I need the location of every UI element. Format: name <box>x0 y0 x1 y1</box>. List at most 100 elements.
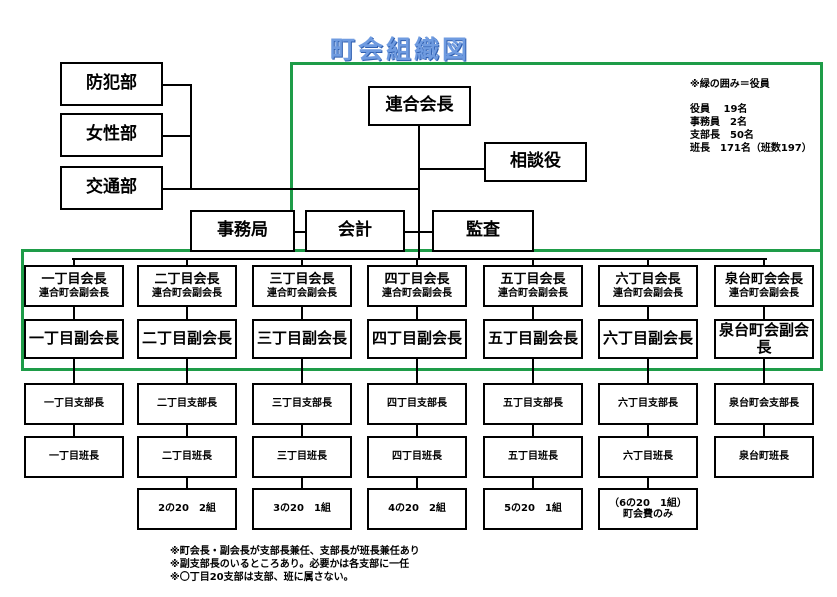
accounting-label: 会計 <box>338 220 372 241</box>
connector <box>186 307 188 319</box>
district-vice-box: 三丁目副会長 <box>252 319 352 359</box>
district-branch-label: 二丁目支部長 <box>157 398 217 410</box>
dept-label: 女性部 <box>86 124 137 145</box>
district-group-box: 三丁目班長 <box>252 436 352 478</box>
district-branch-label: 四丁目支部長 <box>387 398 447 410</box>
district-branch-label: 五丁目支部長 <box>503 398 563 410</box>
district-chair-label: 二丁目会長 <box>154 271 220 287</box>
connector <box>418 168 485 170</box>
district-vice-box: 二丁目副会長 <box>137 319 237 359</box>
district-chair-sub-label: 連合町会副会長 <box>729 287 799 299</box>
district-extra-box: 5の20 1組 <box>483 488 583 530</box>
connector <box>301 425 303 436</box>
district-chair-box: 四丁目会長連合町会副会長 <box>367 265 467 307</box>
connector <box>162 84 192 86</box>
connector <box>162 188 419 190</box>
district-group-box: 四丁目班長 <box>367 436 467 478</box>
district-chair-sub-label: 連合町会副会長 <box>39 287 109 299</box>
footnote: ※〇丁目20支部は支部、班に属さない。 <box>170 572 354 583</box>
district-branch-label: 一丁目支部長 <box>44 398 104 410</box>
district-branch-box: 三丁目支部長 <box>252 383 352 425</box>
district-chair-box: 一丁目会長連合町会副会長 <box>24 265 124 307</box>
secretariat-box: 事務局 <box>190 210 295 252</box>
connector <box>73 258 75 265</box>
district-chair-box: 二丁目会長連合町会副会長 <box>137 265 237 307</box>
dept-label: 交通部 <box>86 177 137 198</box>
district-group-label: 四丁目班長 <box>392 451 442 463</box>
connector <box>186 425 188 436</box>
district-chair-label: 六丁目会長 <box>615 271 681 287</box>
page-title: 町会組織図 <box>330 35 471 64</box>
district-extra-box: （6の20 1組） 町会費のみ <box>598 488 698 530</box>
district-group-label: 二丁目班長 <box>162 451 212 463</box>
connector <box>416 258 418 265</box>
secretariat-label: 事務局 <box>217 220 268 241</box>
district-extra-label: （6の20 1組） 町会費のみ <box>609 497 687 521</box>
dept-crime-prevention: 防犯部 <box>60 62 163 106</box>
chairman-label: 連合会長 <box>385 95 454 116</box>
connector <box>186 359 188 383</box>
district-extra-box: 3の20 1組 <box>252 488 352 530</box>
district-branch-label: 六丁目支部長 <box>618 398 678 410</box>
district-chair-label: 一丁目会長 <box>41 271 107 287</box>
chairman-box: 連合会長 <box>368 86 471 126</box>
connector <box>532 425 534 436</box>
officers-note-line: 役員 19名 <box>690 104 748 115</box>
connector <box>763 359 765 383</box>
connector <box>647 478 649 488</box>
connector <box>295 231 305 233</box>
dept-women: 女性部 <box>60 113 163 157</box>
connector <box>763 258 765 265</box>
district-vice-label: 泉台町会副会長 <box>718 320 809 356</box>
connector <box>301 307 303 319</box>
dept-traffic: 交通部 <box>60 166 163 210</box>
district-chair-sub-label: 連合町会副会長 <box>152 287 222 299</box>
connector <box>418 125 420 260</box>
district-vice-box: 四丁目副会長 <box>367 319 467 359</box>
district-chair-sub-label: 連合町会副会長 <box>613 287 683 299</box>
connector <box>416 425 418 436</box>
audit-box: 監査 <box>432 210 534 252</box>
connector <box>532 359 534 383</box>
district-vice-box: 六丁目副会長 <box>598 319 698 359</box>
officers-note-line: 班長 171名（班数197） <box>690 143 812 154</box>
district-extra-box: 4の20 2組 <box>367 488 467 530</box>
footnote: ※町会長・副会長が支部長兼任、支部長が班長兼任あり <box>170 546 420 557</box>
connector <box>647 258 649 265</box>
district-vice-label: 一丁目副会長 <box>28 329 119 348</box>
accounting-box: 会計 <box>305 210 405 252</box>
connector <box>647 359 649 383</box>
connector <box>301 478 303 488</box>
district-group-box: 一丁目班長 <box>24 436 124 478</box>
audit-label: 監査 <box>466 220 500 241</box>
district-extra-label: 3の20 1組 <box>273 503 331 515</box>
district-branch-box: 一丁目支部長 <box>24 383 124 425</box>
district-vice-label: 六丁目副会長 <box>602 329 693 348</box>
district-branch-label: 三丁目支部長 <box>272 398 332 410</box>
district-group-box: 六丁目班長 <box>598 436 698 478</box>
footnote: ※副支部長のいるところあり。必要かは各支部に一任 <box>170 559 410 570</box>
connector <box>186 478 188 488</box>
district-vice-label: 四丁目副会長 <box>371 329 462 348</box>
district-group-label: 五丁目班長 <box>508 451 558 463</box>
connector <box>763 307 765 319</box>
district-group-box: 泉台町班長 <box>714 436 814 478</box>
district-extra-box: 2の20 2組 <box>137 488 237 530</box>
district-vice-box: 泉台町会副会長 <box>714 319 814 359</box>
district-chair-box: 六丁目会長連合町会副会長 <box>598 265 698 307</box>
district-chair-label: 泉台町会会長 <box>724 271 803 287</box>
district-chair-label: 三丁目会長 <box>269 271 335 287</box>
district-group-label: 一丁目班長 <box>49 451 99 463</box>
connector <box>647 425 649 436</box>
district-chair-sub-label: 連合町会副会長 <box>498 287 568 299</box>
district-branch-box: 泉台町会支部長 <box>714 383 814 425</box>
district-branch-box: 五丁目支部長 <box>483 383 583 425</box>
officers-note-line: 支部長 50名 <box>690 130 754 141</box>
district-group-box: 五丁目班長 <box>483 436 583 478</box>
connector <box>301 359 303 383</box>
district-group-label: 三丁目班長 <box>277 451 327 463</box>
district-chair-box: 泉台町会会長連合町会副会長 <box>714 265 814 307</box>
connector <box>416 307 418 319</box>
district-branch-box: 四丁目支部長 <box>367 383 467 425</box>
district-branch-label: 泉台町会支部長 <box>729 398 799 410</box>
